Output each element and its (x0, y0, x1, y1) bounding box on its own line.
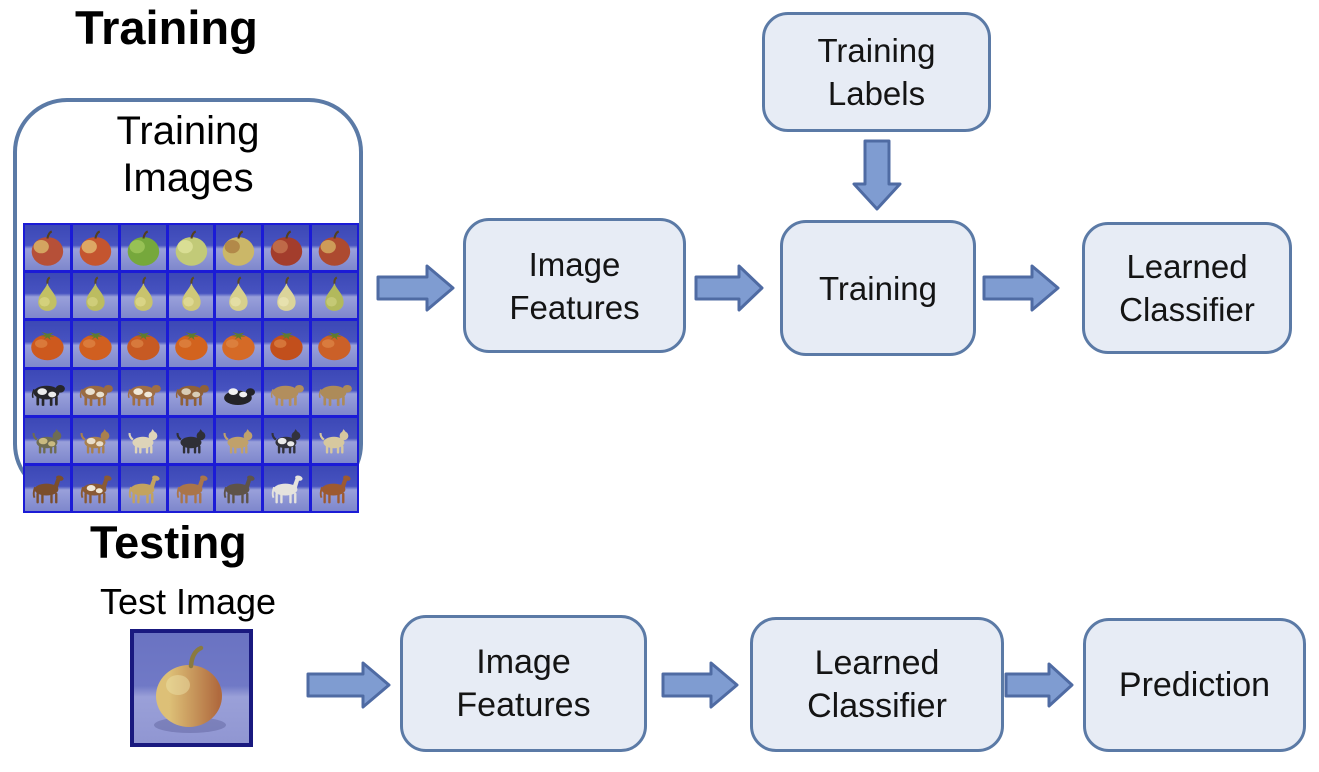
horses-thumbnail-1 (25, 465, 70, 511)
tomatoes-thumbnail-7 (312, 321, 357, 367)
training-images-label-line1: Training (116, 109, 260, 153)
training-image-grid (23, 223, 359, 513)
box-training: Training (780, 220, 976, 356)
apples-thumbnail-4 (168, 225, 214, 271)
tomatoes-thumbnail-1 (25, 321, 70, 367)
horses-thumbnail-7 (312, 465, 357, 511)
dogs-thumbnail-4 (168, 417, 214, 463)
horses-thumbnail-6 (264, 465, 310, 511)
training-images-label: Training Images (17, 108, 359, 202)
pears-thumbnail-5 (216, 273, 262, 319)
arrow-test-image-to-features-icon (306, 660, 391, 710)
box-learned-classifier-testing: Learned Classifier (750, 617, 1004, 752)
horses-thumbnail-5 (216, 465, 262, 511)
cows-thumbnail-2 (72, 369, 118, 415)
horses-thumbnail-3 (120, 465, 166, 511)
box-prediction: Prediction (1083, 618, 1306, 752)
apples-thumbnail-6 (264, 225, 310, 271)
cows-thumbnail-3 (120, 369, 166, 415)
box-label-line: Image (476, 642, 571, 681)
training-images-label-line2: Images (122, 156, 254, 200)
box-label-line: Prediction (1118, 665, 1271, 704)
box-label-line: Training (817, 32, 936, 69)
dogs-thumbnail-3 (120, 417, 166, 463)
arrow-labels-to-training-icon (851, 139, 903, 211)
dogs-thumbnail-6 (264, 417, 310, 463)
test-image-label: Test Image (100, 581, 277, 622)
box-image-features-testing: Image Features (400, 615, 647, 752)
test-apple-icon (154, 645, 226, 733)
box-label-line: Classifier (807, 686, 947, 725)
box-label-line: Labels (827, 75, 926, 112)
pears-thumbnail-1 (25, 273, 70, 319)
dogs-thumbnail-5 (216, 417, 262, 463)
testing-section-heading: Testing (90, 517, 247, 568)
tomatoes-thumbnail-2 (72, 321, 118, 367)
box-image-features-training: Image Features (463, 218, 686, 353)
dogs-thumbnail-2 (72, 417, 118, 463)
box-label-line: Features (509, 288, 640, 326)
cows-thumbnail-4 (168, 369, 214, 415)
horses-thumbnail-4 (168, 465, 214, 511)
apples-thumbnail-2 (72, 225, 118, 271)
cows-thumbnail-5 (216, 369, 262, 415)
cows-thumbnail-6 (264, 369, 310, 415)
pears-thumbnail-4 (168, 273, 214, 319)
arrow-features-to-training-icon (694, 263, 764, 313)
tomatoes-thumbnail-5 (216, 321, 262, 367)
apples-thumbnail-3 (120, 225, 166, 271)
box-label-line: Learned (814, 643, 940, 682)
cows-thumbnail-1 (25, 369, 70, 415)
training-section-heading: Training (75, 1, 258, 54)
apples-thumbnail-1 (25, 225, 70, 271)
cows-thumbnail-7 (312, 369, 357, 415)
dogs-thumbnail-7 (312, 417, 357, 463)
pears-thumbnail-2 (72, 273, 118, 319)
arrow-training-to-classifier-icon (982, 263, 1060, 313)
pears-thumbnail-3 (120, 273, 166, 319)
arrow-training-images-to-features-icon (376, 263, 455, 313)
dogs-thumbnail-1 (25, 417, 70, 463)
pears-thumbnail-6 (264, 273, 310, 319)
box-label-line: Training (819, 269, 937, 307)
apples-thumbnail-7 (312, 225, 357, 271)
tomatoes-thumbnail-4 (168, 321, 214, 367)
arrow-classifier-to-prediction-icon (1004, 661, 1074, 709)
box-label-line: Image (528, 245, 621, 283)
box-training-labels: Training Labels (762, 12, 991, 132)
pears-thumbnail-7 (312, 273, 357, 319)
arrow-features-to-classifier-icon (661, 660, 739, 710)
box-label-line: Classifier (1119, 291, 1255, 328)
apples-thumbnail-5 (216, 225, 262, 271)
tomatoes-thumbnail-6 (264, 321, 310, 367)
box-learned-classifier-training: Learned Classifier (1082, 222, 1292, 354)
horses-thumbnail-2 (72, 465, 118, 511)
box-label-line: Learned (1126, 248, 1248, 285)
test-image-thumbnail (130, 629, 253, 747)
tomatoes-thumbnail-3 (120, 321, 166, 367)
box-label-line: Features (456, 685, 591, 724)
